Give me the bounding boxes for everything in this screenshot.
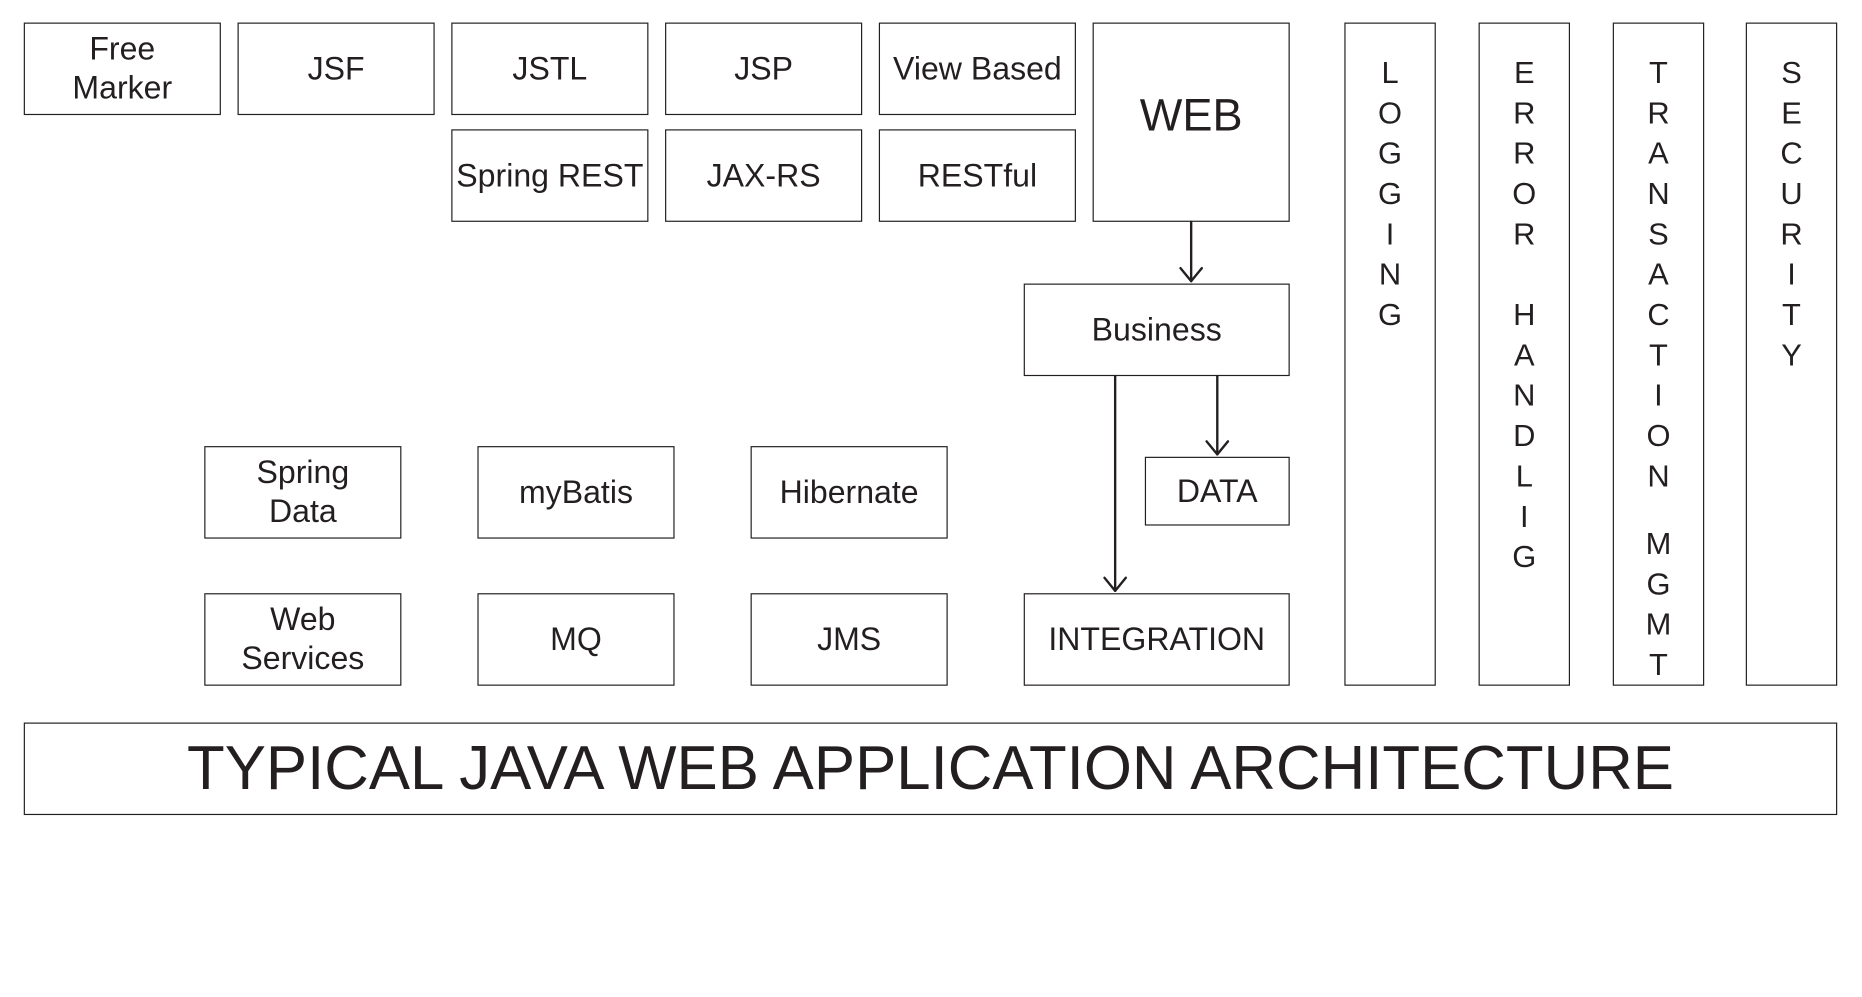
column-letter: N xyxy=(1378,256,1402,292)
box-jsf-label: JSF xyxy=(307,50,365,87)
box-freemarker-line2: Marker xyxy=(72,69,173,106)
column-letter: T xyxy=(1649,646,1668,683)
box-freemarker: Free Marker xyxy=(23,22,221,116)
column-letter: S xyxy=(1648,215,1669,252)
box-spring-data-line1: Spring xyxy=(256,454,350,491)
column-letter: G xyxy=(1646,565,1671,602)
box-mybatis: myBatis xyxy=(477,446,675,539)
box-view-based-label: View Based xyxy=(893,50,1062,87)
box-hibernate-label: Hibernate xyxy=(779,474,919,510)
column-letter: T xyxy=(1649,336,1668,373)
box-mybatis-label: myBatis xyxy=(518,474,634,510)
column-letter: O xyxy=(1378,94,1403,131)
column-letter: I xyxy=(1385,215,1395,252)
box-restful: RESTful xyxy=(878,129,1076,222)
column-letter: M xyxy=(1645,606,1672,642)
box-jax-rs-label: JAX-RS xyxy=(706,157,821,193)
column-letter: I xyxy=(1654,377,1663,413)
box-spring-rest-label: Spring REST xyxy=(456,157,644,193)
box-jsp-label: JSP xyxy=(734,50,794,87)
column-letter: I xyxy=(1519,498,1529,534)
box-business-layer: Business xyxy=(1023,283,1290,377)
column-letter: Y xyxy=(1781,336,1802,373)
column-letter: D xyxy=(1513,417,1536,454)
box-jsp: JSP xyxy=(665,22,863,116)
box-business-label: Business xyxy=(1091,311,1222,348)
column-letter: T xyxy=(1649,54,1668,91)
box-spring-data-line2: Data xyxy=(268,493,337,530)
box-jstl-label: JSTL xyxy=(512,50,588,87)
diagram-title: TYPICAL JAVA WEB APPLICATION ARCHITECTUR… xyxy=(186,734,1674,804)
box-web-services-line1: Web xyxy=(270,601,336,638)
box-spring-data: Spring Data xyxy=(204,446,402,539)
box-web-label: WEB xyxy=(1139,91,1243,141)
box-web-services-line2: Services xyxy=(241,640,365,677)
column-letter: R xyxy=(1513,215,1536,252)
column-letter: O xyxy=(1512,175,1537,212)
column-letter: C xyxy=(1647,296,1670,333)
column-letter: L xyxy=(1381,54,1399,91)
column-letter: R xyxy=(1647,94,1670,131)
box-jax-rs: JAX-RS xyxy=(665,129,863,222)
box-integration-label: INTEGRATION xyxy=(1048,621,1266,657)
column-letter: G xyxy=(1378,175,1403,212)
arrow-business-to-data-head xyxy=(1205,440,1230,456)
column-letter: R xyxy=(1780,215,1803,252)
column-letter: E xyxy=(1781,94,1802,131)
column-letter: G xyxy=(1378,296,1403,333)
arrow-web-to-business-head xyxy=(1179,266,1204,283)
box-jstl: JSTL xyxy=(451,22,649,116)
box-freemarker-line1: Free xyxy=(89,30,156,67)
diagram-title-box: TYPICAL JAVA WEB APPLICATION ARCHITECTUR… xyxy=(23,722,1838,816)
box-hibernate: Hibernate xyxy=(750,446,948,539)
box-web-layer: WEB xyxy=(1092,22,1290,222)
column-letter: E xyxy=(1513,54,1535,91)
column-letter: N xyxy=(1647,457,1670,494)
connector-arrows xyxy=(1103,220,1230,593)
column-letter: A xyxy=(1648,135,1669,171)
column-letter: G xyxy=(1378,135,1403,171)
column-letter: L xyxy=(1515,457,1533,494)
column-letter: C xyxy=(1780,135,1803,171)
box-spring-rest: Spring REST xyxy=(451,129,649,222)
box-web-services: Web Services xyxy=(204,593,402,686)
column-letter: I xyxy=(1787,256,1796,292)
box-view-based: View Based xyxy=(878,22,1076,116)
column-letter: R xyxy=(1513,94,1536,131)
box-integration-layer: INTEGRATION xyxy=(1023,593,1290,686)
column-letter: T xyxy=(1782,296,1801,333)
box-jms: JMS xyxy=(750,593,948,686)
box-data-label: DATA xyxy=(1176,472,1258,509)
column-letter: N xyxy=(1647,175,1670,212)
box-jms-label: JMS xyxy=(817,621,882,657)
arrow-business-to-integration-head xyxy=(1103,576,1128,593)
column-letter: U xyxy=(1780,175,1803,212)
box-data-layer: DATA xyxy=(1144,456,1290,526)
column-letter: M xyxy=(1645,525,1672,562)
column-letter: A xyxy=(1648,256,1669,292)
column-letter: N xyxy=(1513,377,1536,413)
box-mq-label: MQ xyxy=(550,621,602,657)
column-letter: H xyxy=(1513,296,1536,333)
box-restful-label: RESTful xyxy=(917,157,1038,193)
column-letter: O xyxy=(1646,417,1671,454)
column-letter: R xyxy=(1513,135,1536,171)
box-jsf: JSF xyxy=(237,22,435,116)
column-letter: G xyxy=(1512,538,1537,575)
column-letter: A xyxy=(1513,336,1535,373)
column-letter: S xyxy=(1781,54,1802,91)
box-mq: MQ xyxy=(477,593,675,686)
